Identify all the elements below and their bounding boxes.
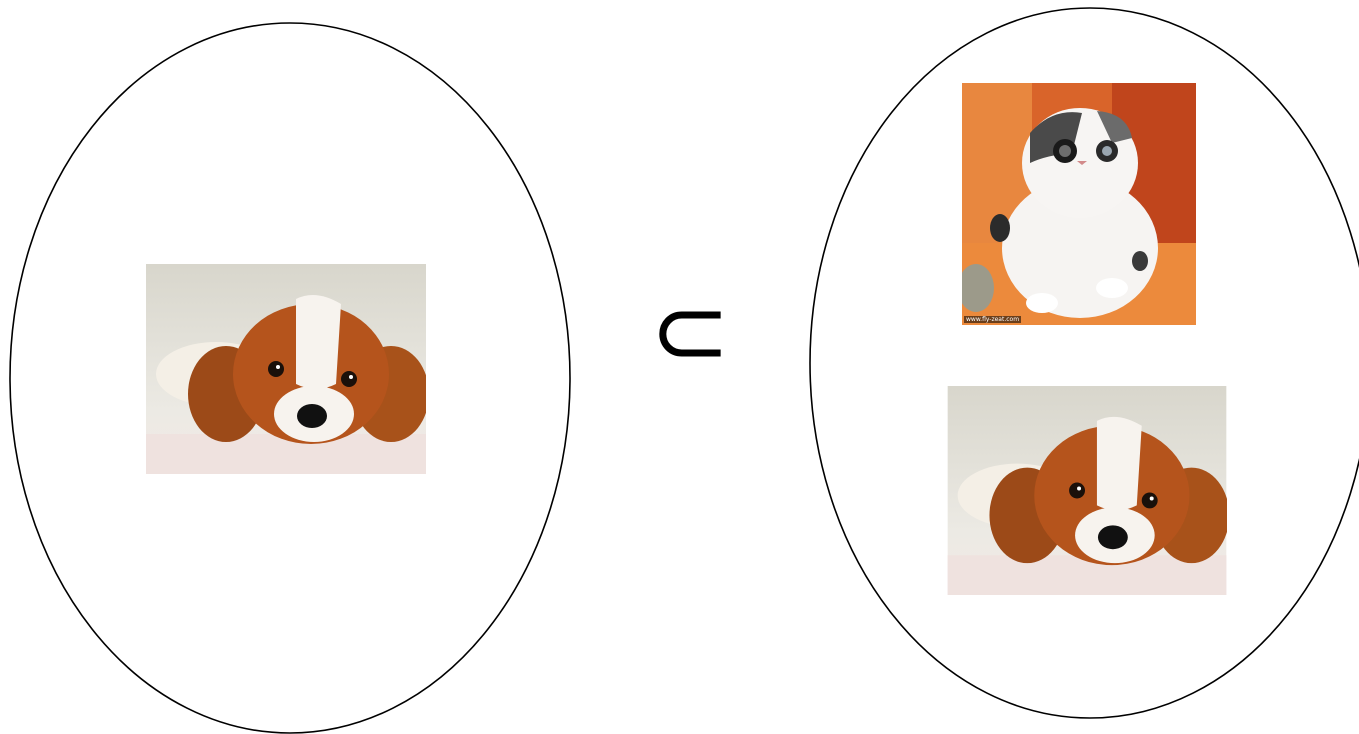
kitten-icon [962, 83, 1196, 325]
set-a-puppy-image [146, 264, 426, 474]
set-b-puppy-image [947, 386, 1227, 595]
puppy-icon [146, 264, 426, 474]
subset-symbol: ⊂ [640, 276, 740, 386]
set-b-kitten-image: www.fly-zeat.com [962, 83, 1196, 325]
puppy-icon [947, 386, 1227, 595]
kitten-watermark: www.fly-zeat.com [964, 316, 1021, 323]
